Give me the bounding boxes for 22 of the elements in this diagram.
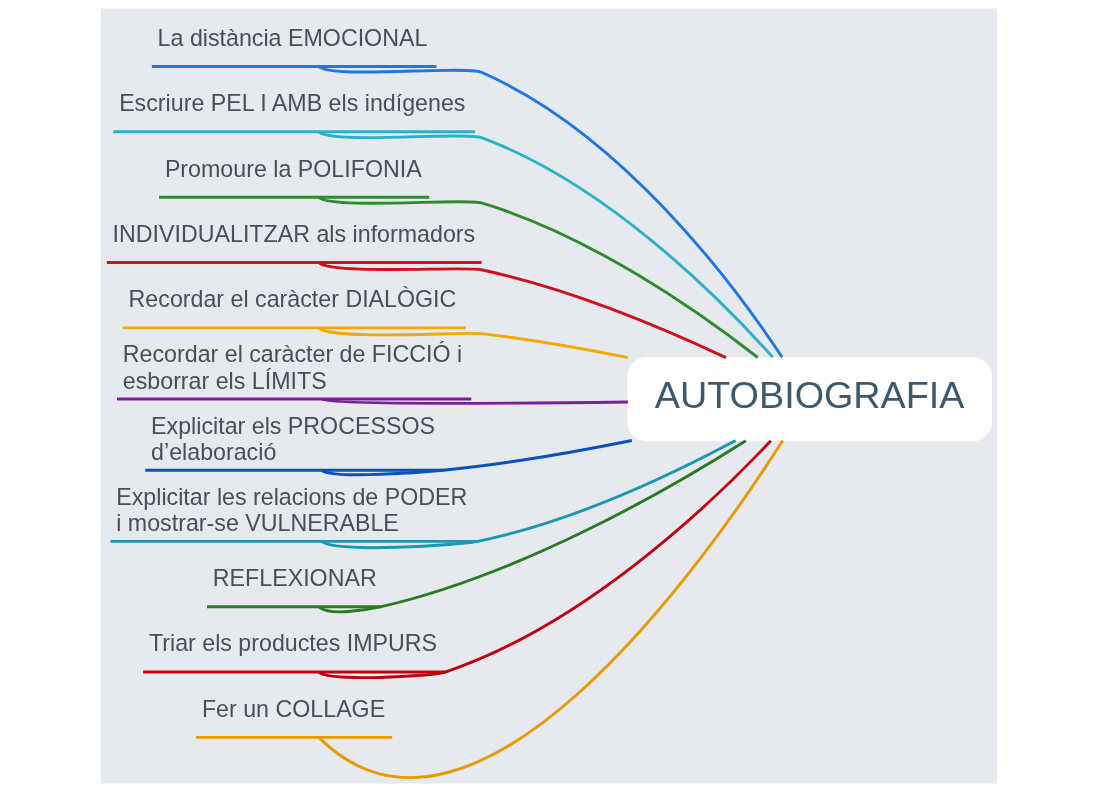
node-text: Explicitar les relacions de PODER i mostrar-se VULNERABLE (116, 483, 468, 536)
node-box: AUTOBIOGRAFIA (627, 356, 992, 442)
connector (321, 439, 737, 550)
node-text: Explicitar els PROCESSOS d’elaboració (151, 412, 435, 465)
connector (318, 65, 784, 358)
connector (318, 261, 727, 359)
connector (321, 397, 628, 405)
node-text: Recordar el caràcter de FICCIÓ i esborrar els LÍMITS (122, 341, 463, 394)
node-text: Triar els productes IMPURS (148, 630, 438, 657)
node-text: Recordar el caràcter DIALÒGIC (128, 286, 457, 313)
node-text: Fer un COLLAGE (201, 695, 386, 722)
node-text: REFLEXIONAR (212, 565, 377, 592)
node-text: Escriure PEL I AMB els indígenes (119, 90, 466, 117)
connector (318, 439, 747, 614)
connector (321, 439, 633, 477)
connector (318, 439, 772, 680)
node-text: Promoure la POLIFONIA (164, 155, 422, 182)
connector (318, 195, 759, 359)
connector (318, 326, 629, 359)
node-text: La distància EMOCIONAL (157, 24, 428, 51)
node-text: INDIVIDUALITZAR als informadors (112, 220, 476, 247)
connector (318, 130, 774, 359)
